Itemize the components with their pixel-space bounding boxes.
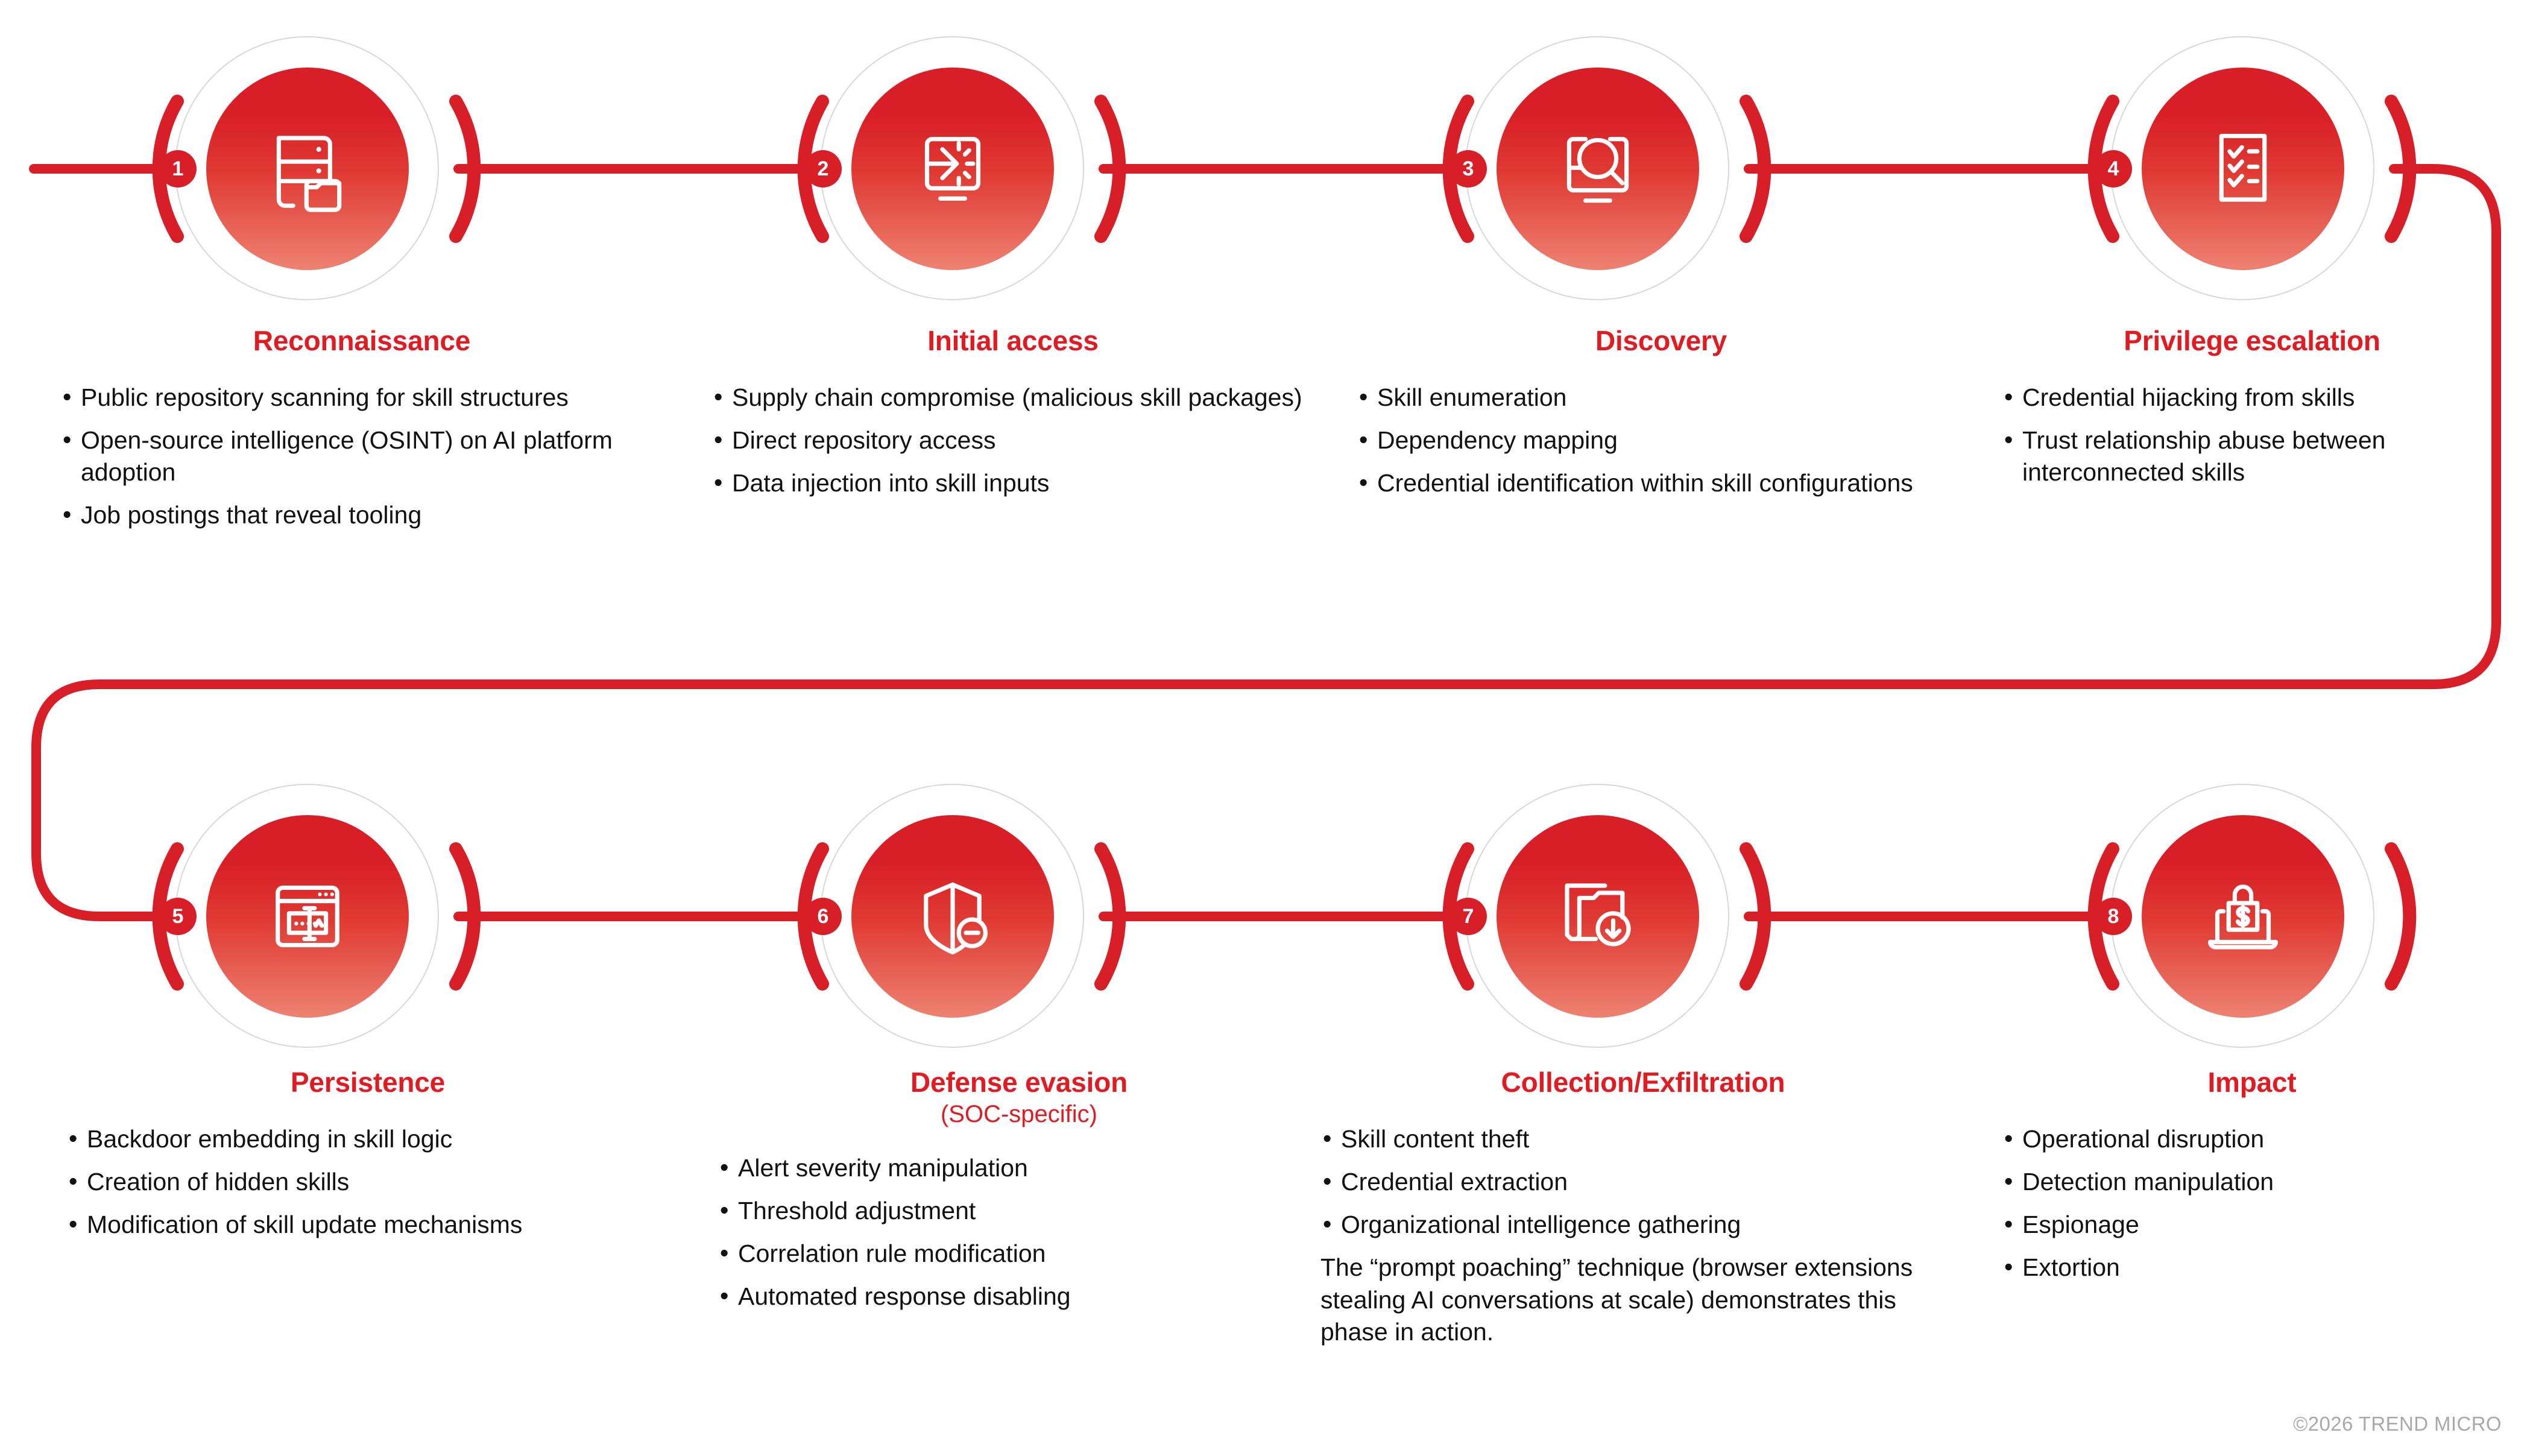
shield-minus-icon bbox=[851, 815, 1054, 1018]
stage-badge-5: 5 bbox=[159, 898, 197, 935]
stage-bullets-8: Operational disruption Detection manipul… bbox=[2002, 1123, 2502, 1284]
list-item: Extortion bbox=[2002, 1251, 2502, 1284]
stage-badge-7: 7 bbox=[1449, 898, 1487, 935]
badge-number: 8 bbox=[2107, 905, 2119, 928]
badge-number: 3 bbox=[1462, 157, 1474, 180]
stage-title-2: Initial access bbox=[927, 325, 1099, 356]
list-item: Backdoor embedding in skill logic bbox=[66, 1123, 669, 1155]
badge-number: 2 bbox=[817, 157, 829, 180]
stage-column-1: Reconnaissance Public repository scannin… bbox=[60, 326, 663, 543]
stage-bullets-7: Skill content theft Credential extractio… bbox=[1320, 1123, 1966, 1241]
list-item: Skill enumeration bbox=[1357, 381, 1966, 414]
laptop-ransom-lock-icon bbox=[2142, 815, 2344, 1018]
stage-badge-1: 1 bbox=[159, 150, 197, 188]
stage-bullets-4: Credential hijacking from skills Trust r… bbox=[2002, 381, 2502, 489]
checklist-document-icon bbox=[2142, 68, 2344, 270]
stage-badge-3: 3 bbox=[1449, 150, 1487, 188]
badge-number: 4 bbox=[2107, 157, 2119, 180]
badge-number: 7 bbox=[1462, 905, 1474, 928]
stage-subtitle-6: (SOC-specific) bbox=[940, 1100, 1098, 1127]
stage-node-4[interactable] bbox=[2110, 36, 2376, 301]
node-disc bbox=[206, 68, 409, 270]
stage-column-5: Persistence Backdoor embedding in skill … bbox=[66, 1067, 669, 1252]
list-item: Credential extraction bbox=[1320, 1165, 1966, 1198]
stage-column-3: Discovery Skill enumeration Dependency m… bbox=[1357, 326, 1966, 510]
list-item: Credential hijacking from skills bbox=[2002, 381, 2502, 414]
stage-title-5: Persistence bbox=[290, 1067, 446, 1098]
server-file-icon bbox=[206, 68, 409, 270]
list-item: Alert severity manipulation bbox=[718, 1152, 1320, 1184]
list-item: Automated response disabling bbox=[718, 1280, 1320, 1313]
stage-column-4: Privilege escalation Credential hijackin… bbox=[2002, 326, 2502, 499]
list-item: Skill content theft bbox=[1320, 1123, 1966, 1155]
stage-title-3: Discovery bbox=[1595, 325, 1727, 356]
stage-node-8[interactable] bbox=[2110, 784, 2376, 1049]
stage-node-3[interactable] bbox=[1465, 36, 1730, 301]
list-item: Direct repository access bbox=[711, 424, 1314, 456]
stage-badge-8: 8 bbox=[2095, 898, 2132, 935]
list-item: Open-source intelligence (OSINT) on AI p… bbox=[60, 424, 663, 489]
stage-paragraph-7: The “prompt poaching” technique (browser… bbox=[1320, 1253, 1913, 1346]
stage-column-7: Collection/Exfiltration Skill content th… bbox=[1320, 1067, 1966, 1348]
list-item: Job postings that reveal tooling bbox=[60, 499, 663, 531]
stage-title-8: Impact bbox=[2207, 1067, 2297, 1098]
stage-node-1[interactable] bbox=[175, 36, 440, 301]
stage-column-8: Impact Operational disruption Detection … bbox=[2002, 1067, 2502, 1295]
list-item: Public repository scanning for skill str… bbox=[60, 381, 663, 414]
list-item: Threshold adjustment bbox=[718, 1194, 1320, 1227]
list-item: Data injection into skill inputs bbox=[711, 467, 1314, 499]
node-disc bbox=[1497, 815, 1699, 1018]
stage-node-2[interactable] bbox=[820, 36, 1085, 301]
stage-bullets-3: Skill enumeration Dependency mapping Cre… bbox=[1357, 381, 1966, 500]
badge-number: 5 bbox=[172, 905, 184, 928]
stage-node-6[interactable] bbox=[820, 784, 1085, 1049]
list-item: Correlation rule modification bbox=[718, 1237, 1320, 1270]
stage-node-5[interactable] bbox=[175, 784, 440, 1049]
list-item: Detection manipulation bbox=[2002, 1165, 2502, 1198]
stage-title-1: Reconnaissance bbox=[253, 325, 471, 356]
stage-badge-4: 4 bbox=[2095, 150, 2132, 188]
stage-badge-6: 6 bbox=[804, 898, 842, 935]
list-item: Supply chain compromise (malicious skill… bbox=[711, 381, 1314, 414]
list-item: Modification of skill update mechanisms bbox=[66, 1208, 669, 1241]
list-item: Creation of hidden skills bbox=[66, 1165, 669, 1198]
stage-badge-2: 2 bbox=[804, 150, 842, 188]
browser-password-field-icon bbox=[206, 815, 409, 1018]
stage-bullets-6: Alert severity manipulation Threshold ad… bbox=[718, 1152, 1320, 1313]
folder-download-icon bbox=[1497, 815, 1699, 1018]
stage-bullets-1: Public repository scanning for skill str… bbox=[60, 381, 663, 532]
screen-arrow-entry-icon bbox=[851, 68, 1054, 270]
stage-title-7: Collection/Exfiltration bbox=[1501, 1067, 1785, 1098]
copyright-notice: ©2026 TREND MICRO bbox=[2293, 1413, 2502, 1435]
node-disc bbox=[2142, 68, 2344, 270]
list-item: Organizational intelligence gathering bbox=[1320, 1208, 1966, 1241]
node-disc bbox=[1497, 68, 1699, 270]
badge-number: 1 bbox=[172, 157, 184, 180]
stage-node-7[interactable] bbox=[1465, 784, 1730, 1049]
stage-bullets-2: Supply chain compromise (malicious skill… bbox=[711, 381, 1314, 500]
list-item: Dependency mapping bbox=[1357, 424, 1966, 456]
list-item: Trust relationship abuse between interco… bbox=[2002, 424, 2502, 489]
monitor-magnifier-icon bbox=[1497, 68, 1699, 270]
stage-bullets-5: Backdoor embedding in skill logic Creati… bbox=[66, 1123, 669, 1241]
stage-column-2: Initial access Supply chain compromise (… bbox=[711, 326, 1314, 510]
stage-title-4: Privilege escalation bbox=[2124, 325, 2380, 356]
list-item: Credential identification within skill c… bbox=[1357, 467, 1966, 499]
list-item: Operational disruption bbox=[2002, 1123, 2502, 1155]
stage-title-6: Defense evasion bbox=[910, 1067, 1128, 1098]
badge-number: 6 bbox=[817, 905, 829, 928]
stage-column-6: Defense evasion (SOC-specific) Alert sev… bbox=[718, 1067, 1320, 1324]
list-item: Espionage bbox=[2002, 1208, 2502, 1241]
